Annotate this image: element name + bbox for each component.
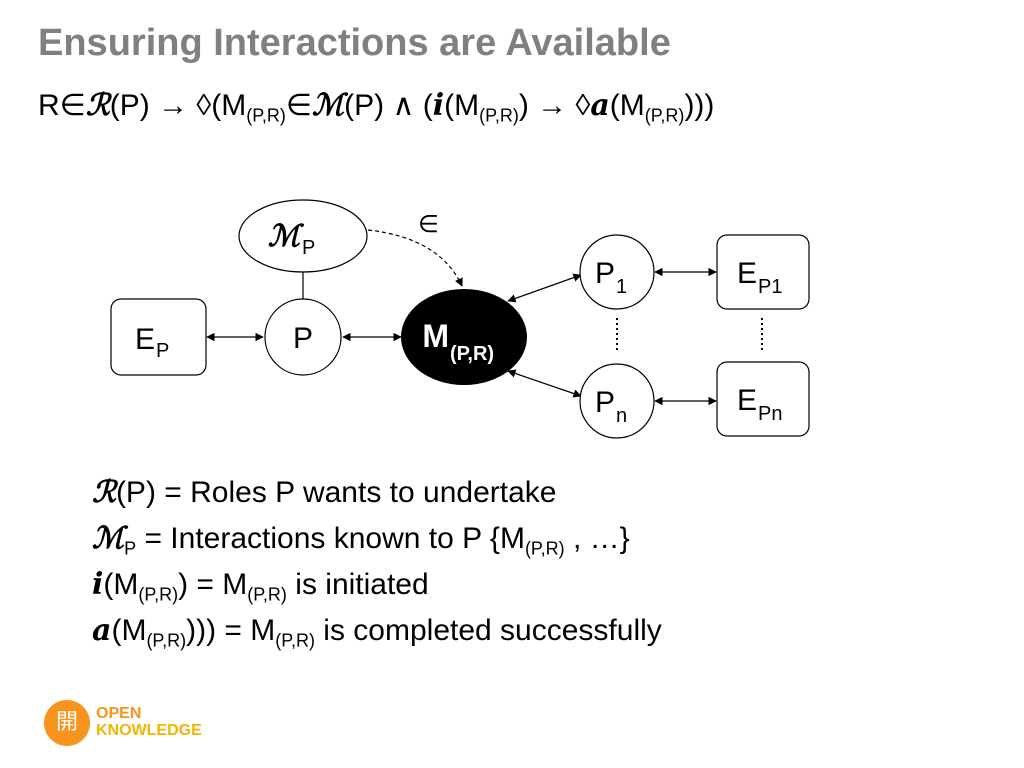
ep1-sub: P1: [758, 276, 782, 298]
epn-sub: Pn: [758, 403, 782, 425]
formula-arrow2: ) → ◊: [518, 89, 591, 122]
def4-sub2: (P,R): [275, 630, 315, 651]
def4-symbol: a: [92, 613, 112, 648]
definition-roles: ℛ(P) = Roles P wants to undertake: [92, 470, 662, 516]
logo-icon: 開: [44, 700, 90, 746]
formula-r: R: [38, 89, 60, 122]
ep1-label: E: [737, 257, 757, 290]
mp-symbol: ℳ: [268, 219, 305, 254]
p-node: P: [264, 298, 342, 376]
def2-tail: , …}: [564, 522, 630, 555]
logo-wordmark: OPEN KNOWLEDGE: [96, 705, 202, 739]
definition-completed: a(M(P,R)))) = M(P,R) is completed succes…: [92, 608, 662, 654]
def3-a: (M: [103, 568, 139, 601]
def2-sub2: (P,R): [524, 538, 565, 559]
logo-open-text: OPEN: [96, 705, 142, 722]
formula-m2: (M: [444, 89, 480, 122]
def2-symbol: ℳ: [92, 521, 125, 556]
m-pr-node: M (P,R): [401, 289, 527, 385]
ep-sub: P: [156, 340, 169, 362]
formula: R∈ℛ(P) → ◊(M(P,R)∈ℳ(P) ∧ (i(M(P,R)) → ◊a…: [38, 86, 714, 126]
m-p1-arrow: [507, 273, 582, 303]
p1-sub: 1: [616, 276, 627, 298]
formula-p-arrow: (P) → ◊(M: [109, 89, 247, 122]
mp-to-m-dashed-arrow: [367, 229, 463, 287]
ep-label: E: [135, 323, 155, 356]
element-of-label: ∈: [418, 211, 439, 238]
formula-sub1: (P,R): [246, 105, 286, 126]
mp-node: ℳ P: [238, 199, 368, 273]
definition-initiated: i(M(P,R)) = M(P,R) is initiated: [92, 562, 662, 608]
def1-text: (P) = Roles P wants to undertake: [115, 476, 557, 509]
p1-label: P: [595, 257, 615, 290]
def4-b: ))) = M: [186, 614, 276, 647]
m-main-sub: (P,R): [450, 343, 494, 365]
slide-title: Ensuring Interactions are Available: [38, 22, 671, 64]
formula-in1: ∈: [59, 89, 86, 122]
open-knowledge-logo: 開 OPEN KNOWLEDGE: [44, 700, 244, 750]
formula-m3: (M: [609, 89, 645, 122]
def3-c: is initiated: [286, 568, 429, 601]
ep-node: E P: [110, 298, 207, 376]
epn-node: E Pn: [716, 361, 810, 437]
formula-sub2: (P,R): [479, 105, 519, 126]
def1-symbol: ℛ: [92, 475, 116, 510]
epn-label: E: [737, 384, 757, 417]
m-main-label: M: [422, 318, 449, 354]
def2-sub: P: [124, 538, 137, 559]
definitions: ℛ(P) = Roles P wants to undertake ℳP = I…: [92, 470, 662, 654]
def3-sub2: (P,R): [247, 584, 287, 605]
def4-c: is completed successfully: [314, 614, 662, 647]
formula-script-m: ℳ: [312, 88, 345, 123]
formula-close: ))): [684, 89, 715, 122]
m-pn-arrow: [507, 369, 582, 398]
formula-p-and: (P) ∧ (: [344, 89, 433, 122]
formula-i: i: [432, 88, 445, 123]
pn-sub: n: [616, 405, 627, 427]
mp-sub: P: [302, 237, 315, 259]
def4-sub: (P,R): [146, 630, 187, 651]
def3-symbol: i: [92, 567, 104, 602]
p1-node: P 1: [579, 234, 655, 310]
def3-sub: (P,R): [138, 584, 179, 605]
def2-text: = Interactions known to P {M: [136, 522, 525, 555]
ep1-node: E P1: [716, 234, 810, 310]
logo-knowledge-text: KNOWLEDGE: [96, 722, 202, 739]
formula-sub3: (P,R): [644, 105, 685, 126]
pn-label: P: [595, 386, 615, 419]
formula-script-r: ℛ: [85, 88, 110, 123]
formula-a: a: [590, 88, 610, 123]
definition-interactions: ℳP = Interactions known to P {M(P,R) , ……: [92, 516, 662, 562]
formula-in2: ∈: [285, 89, 313, 122]
def4-a: (M: [111, 614, 147, 647]
pn-node: P n: [579, 363, 655, 439]
p-label: P: [293, 322, 313, 355]
def3-b: ) = M: [178, 568, 248, 601]
